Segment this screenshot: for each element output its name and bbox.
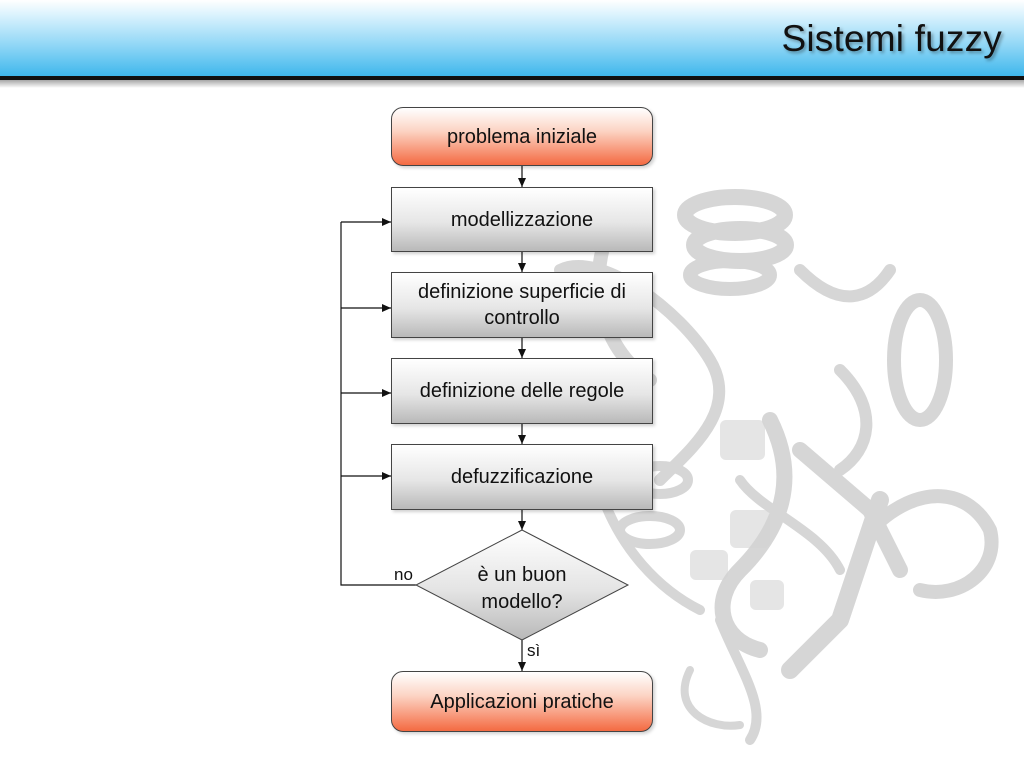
slide-header <box>0 0 1024 76</box>
decision-label: è un buon modello? <box>477 564 567 613</box>
step-regole-label: definizione delle regole <box>419 380 625 402</box>
slide-title: Sistemi fuzzy <box>781 18 1002 59</box>
step-superficie-label: definizione superficie di controllo <box>418 281 626 329</box>
yes-branch-label: sì <box>527 641 541 660</box>
step-regole: definizione delle regole <box>391 358 653 424</box>
header-divider <box>0 76 1024 80</box>
step-defuzzificazione: defuzzificazione <box>391 444 653 510</box>
step-modellizzazione: modellizzazione <box>391 187 653 252</box>
no-branch-label: no <box>394 565 413 584</box>
feedback-loop-line <box>340 222 416 586</box>
start-box: problema iniziale <box>391 107 653 166</box>
start-label: problema iniziale <box>446 125 598 148</box>
header-shadow <box>0 80 1024 88</box>
step-superficie-controllo: definizione superficie di controllo <box>391 272 653 338</box>
step-modellizzazione-label: modellizzazione <box>450 208 594 231</box>
step-defuzzificazione-label: defuzzificazione <box>450 466 594 488</box>
end-label: Applicazioni pratiche <box>430 690 614 713</box>
end-box: Applicazioni pratiche <box>391 671 653 732</box>
decision-diamond <box>414 529 630 641</box>
